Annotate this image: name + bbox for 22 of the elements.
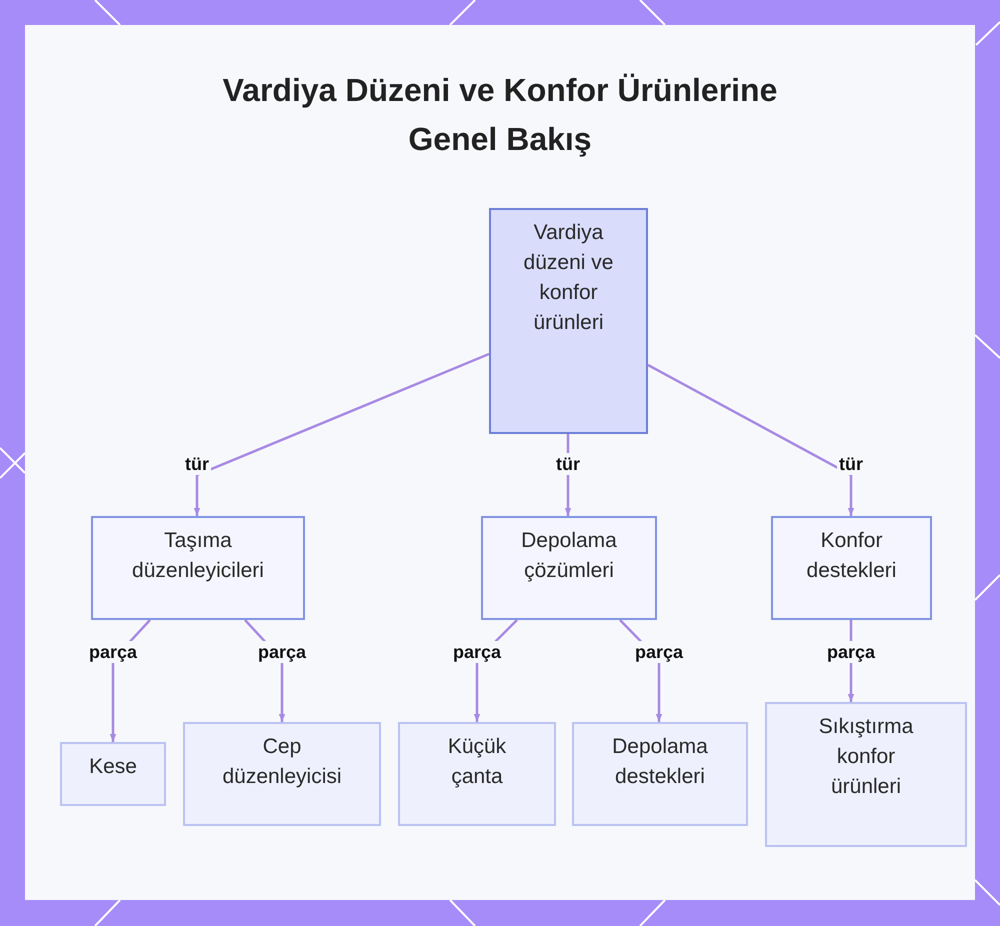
node-text: Kese — [88, 754, 138, 780]
item-box — [765, 702, 967, 847]
node-text: Küçük çanta — [446, 734, 508, 790]
category-box — [91, 516, 305, 620]
node-text: Vardiya düzeni ve konfor ürünleri — [522, 220, 614, 336]
arrow — [194, 352, 490, 516]
node-text: Cep düzenleyicisi — [221, 734, 343, 790]
item-box — [183, 722, 381, 826]
topic-box — [489, 208, 648, 434]
item-box — [572, 722, 748, 826]
node-text: Depolama çözümleri — [520, 528, 618, 584]
arrow — [647, 364, 854, 516]
diagram-title: Vardiya Düzeni ve Konfor Ürünlerine Genel Bakış — [222, 71, 778, 159]
edge-label: tür — [554, 453, 582, 475]
category-box — [481, 516, 657, 620]
node-text: Konfor destekleri — [806, 528, 898, 584]
node-text: Depolama destekleri — [611, 734, 709, 790]
item-box — [398, 722, 556, 826]
node-text: Taşıma düzenleyicileri — [131, 528, 265, 584]
category-box — [771, 516, 932, 620]
item-box — [60, 742, 166, 806]
node-text: Sıkıştırma konfor ürünleri — [818, 714, 914, 800]
